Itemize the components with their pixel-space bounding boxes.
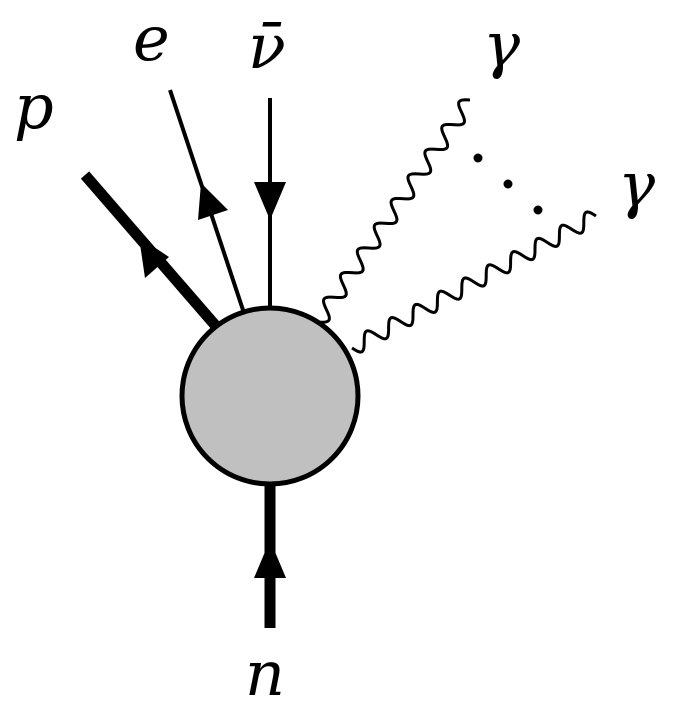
electron-arrow-icon — [198, 183, 228, 220]
neutron-label: n — [245, 637, 285, 710]
electron-label: e — [133, 2, 170, 75]
photon-lower-label: γ — [618, 148, 656, 221]
proton-label: p — [14, 70, 54, 143]
photon-upper-label: γ — [483, 8, 521, 81]
ellipsis-dot — [473, 153, 483, 163]
photon-lower-wavy-line — [351, 210, 597, 354]
proton-arrow-icon — [139, 237, 169, 278]
neutron-arrow-icon — [254, 540, 286, 578]
ellipsis-dot — [533, 205, 543, 215]
photon-upper-wavy-line — [317, 98, 471, 324]
antineutrino-label: ν̄ — [248, 10, 286, 83]
ellipsis-dot — [503, 179, 513, 189]
interaction-vertex-blob — [179, 305, 361, 487]
antineutrino-arrow-icon — [254, 182, 286, 220]
